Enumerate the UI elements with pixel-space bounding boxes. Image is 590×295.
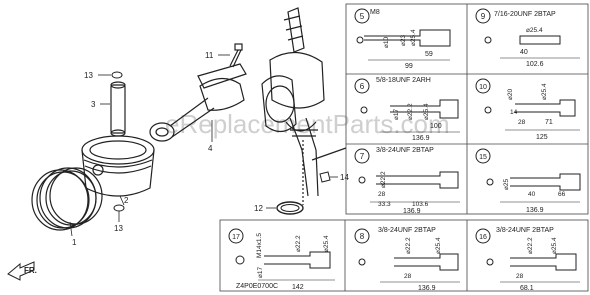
detail-number-5[interactable]: 5 bbox=[360, 12, 365, 21]
piston bbox=[81, 135, 155, 197]
svg-text:71: 71 bbox=[545, 119, 553, 126]
detail-number-16[interactable]: 16 bbox=[479, 234, 487, 241]
svg-text:136.9: 136.9 bbox=[412, 135, 430, 142]
svg-text:⌀23: ⌀23 bbox=[400, 34, 407, 46]
svg-text:33.3: 33.3 bbox=[378, 201, 391, 208]
svg-text:⌀17: ⌀17 bbox=[393, 108, 400, 120]
svg-text:M14x1.5: M14x1.5 bbox=[256, 233, 263, 258]
detail-15: 15 ⌀25 40 66 136.9 bbox=[475, 148, 581, 214]
svg-text:⌀22.2: ⌀22.2 bbox=[407, 103, 414, 120]
rod-bolt bbox=[229, 43, 243, 68]
circlip-upper bbox=[111, 71, 123, 79]
svg-text:⌀25.4: ⌀25.4 bbox=[526, 27, 543, 34]
svg-text:99: 99 bbox=[405, 63, 413, 70]
circlip-lower bbox=[113, 204, 125, 212]
svg-text:66: 66 bbox=[558, 191, 566, 198]
detail-number-17[interactable]: 17 bbox=[232, 234, 240, 241]
svg-text:125: 125 bbox=[536, 134, 548, 141]
svg-text:3/8-24UNF 2BTAP: 3/8-24UNF 2BTAP bbox=[378, 227, 436, 234]
part-label-2[interactable]: 2 bbox=[124, 196, 129, 205]
svg-text:28: 28 bbox=[404, 273, 412, 280]
svg-text:14: 14 bbox=[510, 109, 518, 116]
svg-text:40: 40 bbox=[528, 191, 536, 198]
svg-text:103.6: 103.6 bbox=[412, 201, 429, 208]
svg-text:M8: M8 bbox=[370, 9, 380, 16]
svg-text:⌀22.2: ⌀22.2 bbox=[527, 237, 534, 254]
svg-text:⌀22.2: ⌀22.2 bbox=[380, 171, 387, 188]
diagram-code: Z4P0E0700C bbox=[236, 283, 278, 290]
detail-number-6[interactable]: 6 bbox=[360, 82, 365, 91]
detail-number-8[interactable]: 8 bbox=[360, 232, 365, 241]
detail-5: 5 M8 ⌀10 ⌀23 ⌀25.4 59 99 bbox=[354, 8, 451, 70]
detail-number-7[interactable]: 7 bbox=[360, 152, 365, 161]
svg-text:3/8-24UNF 2BTAP: 3/8-24UNF 2BTAP bbox=[496, 227, 554, 234]
svg-text:136.9: 136.9 bbox=[526, 207, 544, 214]
part-label-13-lower[interactable]: 13 bbox=[114, 224, 123, 233]
svg-text:⌀25.4: ⌀25.4 bbox=[423, 103, 430, 120]
svg-text:136.9: 136.9 bbox=[403, 208, 421, 215]
part-label-4[interactable]: 4 bbox=[208, 144, 213, 153]
detail-9: 9 7/16-20UNF 2BTAP ⌀25.4 40 102.6 bbox=[475, 8, 580, 68]
oil-seal bbox=[276, 201, 304, 215]
svg-text:28: 28 bbox=[378, 191, 386, 198]
part-label-12[interactable]: 12 bbox=[254, 204, 263, 213]
svg-text:⌀25.4: ⌀25.4 bbox=[541, 83, 548, 100]
svg-text:102.6: 102.6 bbox=[526, 61, 544, 68]
svg-text:40: 40 bbox=[520, 49, 528, 56]
piston-pin bbox=[110, 81, 126, 137]
detail-6: 6 5/8-18UNF 2ARH ⌀17 ⌀22.2 ⌀25.4 100 136… bbox=[354, 77, 460, 142]
svg-text:68.1: 68.1 bbox=[520, 285, 534, 292]
svg-text:⌀22.2: ⌀22.2 bbox=[295, 235, 302, 252]
svg-text:136.9: 136.9 bbox=[418, 285, 436, 292]
detail-8: 8 3/8-24UNF 2BTAP ⌀22.2 ⌀25.4 28 136.9 bbox=[354, 227, 460, 292]
detail-7: 7 3/8-24UNF 2BTAP ⌀22.2 28 33.3 103.6 13… bbox=[354, 147, 460, 215]
svg-text:59: 59 bbox=[425, 51, 433, 58]
piston-rings bbox=[31, 167, 103, 231]
detail-number-10[interactable]: 10 bbox=[479, 84, 487, 91]
svg-text:142: 142 bbox=[292, 284, 304, 291]
detail-grid bbox=[219, 3, 589, 292]
svg-text:⌀22.2: ⌀22.2 bbox=[405, 237, 412, 254]
svg-text:⌀17: ⌀17 bbox=[257, 266, 264, 278]
front-arrow-icon bbox=[7, 261, 35, 281]
part-label-1[interactable]: 1 bbox=[72, 238, 77, 247]
svg-text:⌀10: ⌀10 bbox=[383, 36, 390, 48]
svg-text:⌀25.4: ⌀25.4 bbox=[410, 29, 417, 46]
svg-text:⌀25: ⌀25 bbox=[503, 178, 510, 190]
crankshaft bbox=[261, 7, 325, 205]
woodruff-key bbox=[319, 171, 331, 183]
svg-text:7/16-20UNF 2BTAP: 7/16-20UNF 2BTAP bbox=[494, 11, 556, 18]
svg-text:3/8-24UNF 2BTAP: 3/8-24UNF 2BTAP bbox=[376, 147, 434, 154]
svg-text:⌀25.4: ⌀25.4 bbox=[323, 235, 330, 252]
part-label-11[interactable]: 11 bbox=[205, 51, 214, 60]
detail-number-15[interactable]: 15 bbox=[479, 154, 487, 161]
part-label-13-upper[interactable]: 13 bbox=[84, 71, 93, 80]
detail-17: 17 M14x1.5 ⌀17 ⌀22.2 ⌀25.4 142 bbox=[228, 228, 335, 291]
svg-text:28: 28 bbox=[516, 273, 524, 280]
detail-10: 10 ⌀20 ⌀25.4 14 28 71 125 bbox=[475, 78, 580, 141]
svg-text:⌀25.4: ⌀25.4 bbox=[551, 237, 558, 254]
detail-number-9[interactable]: 9 bbox=[481, 12, 486, 21]
part-label-14[interactable]: 14 bbox=[340, 173, 349, 182]
connecting-rod bbox=[149, 63, 247, 142]
detail-16: 16 3/8-24UNF 2BTAP ⌀22.2 ⌀25.4 28 68.1 bbox=[475, 227, 580, 292]
svg-text:⌀20: ⌀20 bbox=[507, 88, 514, 100]
svg-text:5/8-18UNF 2ARH: 5/8-18UNF 2ARH bbox=[376, 77, 431, 84]
svg-text:⌀25.4: ⌀25.4 bbox=[435, 237, 442, 254]
svg-text:28: 28 bbox=[518, 119, 526, 126]
front-direction-label: FR. bbox=[24, 266, 37, 275]
svg-text:100: 100 bbox=[430, 123, 442, 130]
part-label-3[interactable]: 3 bbox=[91, 100, 96, 109]
